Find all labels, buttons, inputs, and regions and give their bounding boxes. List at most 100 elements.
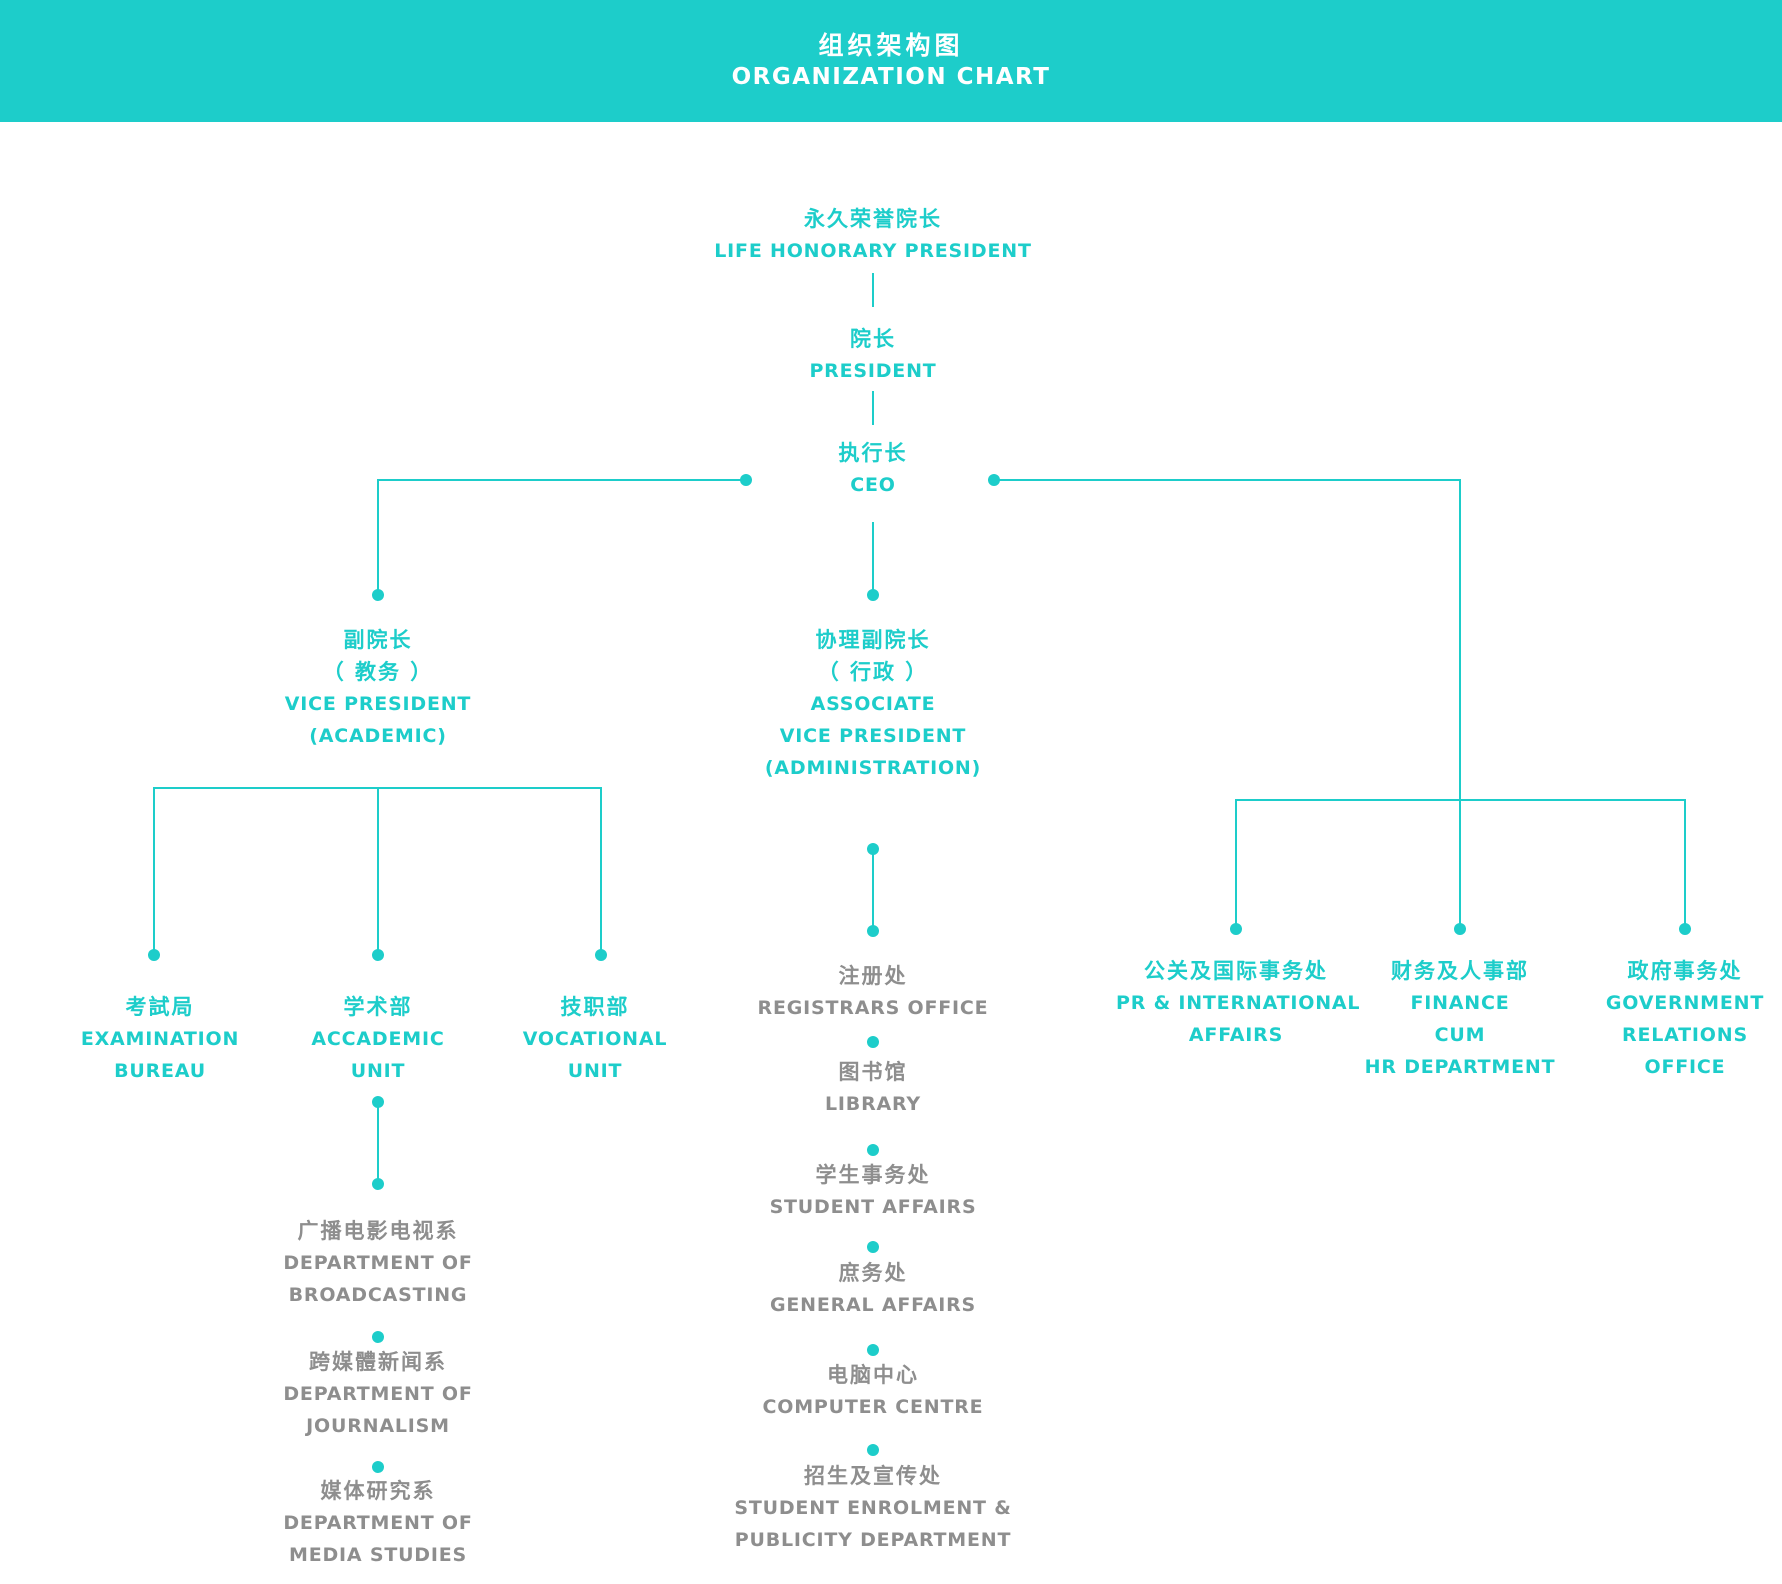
junction-dot xyxy=(372,1096,384,1108)
node-label-en: BUREAU xyxy=(114,1060,206,1082)
node-label-zh: 媒体研究系 xyxy=(320,1479,436,1503)
node-label-zh: 技职部 xyxy=(560,995,630,1019)
node-label-zh: 永久荣誉院长 xyxy=(804,207,942,231)
node-label-zh: 政府事务处 xyxy=(1627,959,1743,983)
junction-dot xyxy=(372,1178,384,1190)
node-label-en: GOVERNMENT xyxy=(1605,992,1765,1014)
node-label-en: DEPARTMENT OF xyxy=(283,1383,473,1405)
node-label-en: LIFE HONORARY PRESIDENT xyxy=(714,240,1032,262)
node-computer-centre: 电脑中心 COMPUTER CENTRE xyxy=(723,1359,1023,1423)
junction-dot xyxy=(740,474,752,486)
node-associate-vice-president: 协理副院长 （ 行政 ） ASSOCIATE VICE PRESIDENT (A… xyxy=(723,624,1023,784)
node-vocational-unit: 技职部 VOCATIONAL UNIT xyxy=(495,991,695,1087)
junction-dot xyxy=(867,843,879,855)
node-label-en: JOURNALISM xyxy=(306,1415,450,1437)
separator-dot xyxy=(867,1241,879,1253)
node-government-relations-office: 政府事务处 GOVERNMENT RELATIONS OFFICE xyxy=(1585,955,1782,1083)
node-department-journalism: 跨媒體新闻系 DEPARTMENT OF JOURNALISM xyxy=(248,1346,508,1442)
node-label-en: ACCADEMIC xyxy=(311,1028,445,1050)
node-department-media-studies: 媒体研究系 DEPARTMENT OF MEDIA STUDIES xyxy=(248,1475,508,1571)
node-label-en: PR & INTERNATIONAL xyxy=(1116,992,1361,1014)
node-label-en: BROADCASTING xyxy=(288,1284,468,1306)
node-label-zh: 考試局 xyxy=(125,995,195,1019)
chart-title-en: ORGANIZATION CHART xyxy=(731,64,1051,90)
node-label-en: STUDENT AFFAIRS xyxy=(769,1196,977,1218)
node-label-en: PRESIDENT xyxy=(809,360,937,382)
node-label-zh: 电脑中心 xyxy=(827,1363,919,1387)
node-label-zh: 院长 xyxy=(850,327,896,351)
junction-dot xyxy=(1454,923,1466,935)
junction-dot xyxy=(595,949,607,961)
separator-dot xyxy=(867,1144,879,1156)
node-label-zh: 跨媒體新闻系 xyxy=(309,1350,447,1374)
node-label-en: COMPUTER CENTRE xyxy=(762,1396,984,1418)
junction-dot xyxy=(372,589,384,601)
node-label-en: HR DEPARTMENT xyxy=(1364,1056,1556,1078)
node-student-enrolment-publicity: 招生及宣传处 STUDENT ENROLMENT & PUBLICITY DEP… xyxy=(723,1460,1023,1556)
node-label-zh: 副院长 xyxy=(343,628,413,652)
node-label-zh: 执行长 xyxy=(838,441,908,465)
node-label-en: PUBLICITY DEPARTMENT xyxy=(734,1529,1012,1551)
node-registrars-office: 注册处 REGISTRARS OFFICE xyxy=(723,960,1023,1024)
node-library: 图书馆 LIBRARY xyxy=(723,1056,1023,1120)
node-label-en: GENERAL AFFAIRS xyxy=(769,1294,977,1316)
junction-dot xyxy=(148,949,160,961)
node-label-en: OFFICE xyxy=(1644,1056,1726,1078)
node-life-honorary-president: 永久荣誉院长 LIFE HONORARY PRESIDENT xyxy=(673,203,1073,267)
node-label-en: EXAMINATION xyxy=(80,1028,240,1050)
junction-dot xyxy=(372,949,384,961)
node-label-en: VICE PRESIDENT xyxy=(779,725,967,747)
separator-dot xyxy=(867,1444,879,1456)
node-label-en: DEPARTMENT OF xyxy=(283,1252,473,1274)
node-label-en: (ADMINISTRATION) xyxy=(764,757,982,779)
node-label-zh: 图书馆 xyxy=(838,1060,908,1084)
node-label-zh: 学生事务处 xyxy=(815,1163,931,1187)
node-pr-international-affairs: 公关及国际事务处 PR & INTERNATIONAL AFFAIRS xyxy=(1116,955,1361,1051)
separator-dot xyxy=(867,1344,879,1356)
node-label-en: FINANCE xyxy=(1410,992,1510,1014)
node-label-zh: 注册处 xyxy=(838,964,908,988)
node-label-en: STUDENT ENROLMENT & xyxy=(734,1497,1012,1519)
junction-dot xyxy=(988,474,1000,486)
node-label-zh: 广播电影电视系 xyxy=(297,1219,459,1243)
node-label-en: CEO xyxy=(850,474,896,496)
chart-title-zh: 组织架构图 xyxy=(818,31,964,60)
node-student-affairs: 学生事务处 STUDENT AFFAIRS xyxy=(723,1159,1023,1223)
node-department-broadcasting: 广播电影电视系 DEPARTMENT OF BROADCASTING xyxy=(248,1215,508,1311)
node-general-affairs: 庶务处 GENERAL AFFAIRS xyxy=(723,1257,1023,1321)
node-label-en: DEPARTMENT OF xyxy=(283,1512,473,1534)
connector-ceo-vp xyxy=(377,479,746,595)
node-label-en: UNIT xyxy=(567,1060,623,1082)
node-label-zh: （ 行政 ） xyxy=(817,660,929,684)
separator-dot xyxy=(372,1461,384,1473)
node-label-en: LIBRARY xyxy=(825,1093,921,1115)
node-label-zh: 庶务处 xyxy=(838,1261,908,1285)
node-label-en: CUM xyxy=(1434,1024,1486,1046)
header-bar: 组织架构图 ORGANIZATION CHART xyxy=(0,0,1782,122)
junction-dot xyxy=(867,925,879,937)
node-label-en: UNIT xyxy=(350,1060,406,1082)
junction-dot xyxy=(867,589,879,601)
separator-dot xyxy=(372,1331,384,1343)
node-label-en: REGISTRARS OFFICE xyxy=(757,997,989,1019)
node-examination-bureau: 考試局 EXAMINATION BUREAU xyxy=(60,991,260,1087)
node-label-zh: （ 教务 ） xyxy=(322,660,434,684)
node-ceo: 执行长 CEO xyxy=(673,437,1073,501)
node-label-zh: 学术部 xyxy=(343,995,413,1019)
junction-dot xyxy=(1679,923,1691,935)
separator-dot xyxy=(867,1036,879,1048)
node-academic-unit: 学术部 ACCADEMIC UNIT xyxy=(278,991,478,1087)
node-label-zh: 协理副院长 xyxy=(815,628,931,652)
node-label-en: VICE PRESIDENT xyxy=(284,693,472,715)
node-label-en: (ACADEMIC) xyxy=(309,725,447,747)
node-finance-hr-department: 财务及人事部 FINANCE CUM HR DEPARTMENT xyxy=(1350,955,1570,1083)
node-label-zh: 财务及人事部 xyxy=(1391,959,1529,983)
node-label-zh: 公关及国际事务处 xyxy=(1144,959,1328,983)
node-label-en: MEDIA STUDIES xyxy=(288,1544,468,1566)
connector-ceo-right xyxy=(994,479,1461,929)
junction-dot xyxy=(1230,923,1242,935)
node-label-en: AFFAIRS xyxy=(1188,1024,1284,1046)
connector-right-bracket xyxy=(1235,799,1686,929)
node-president: 院长 PRESIDENT xyxy=(673,323,1073,387)
